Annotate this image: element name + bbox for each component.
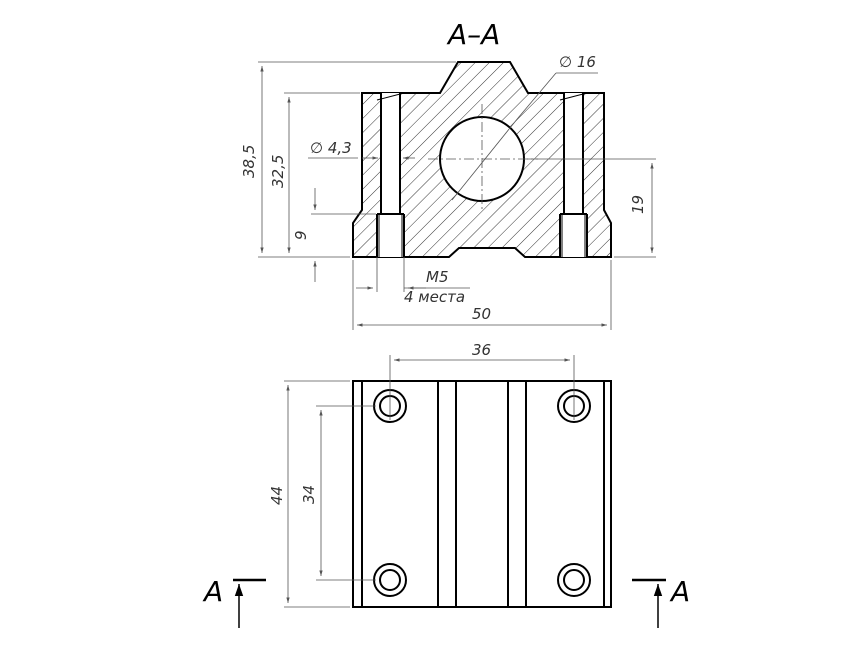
plan-hole-bottom-left [373,563,407,597]
cut-mark-right-letter: A [669,575,690,608]
dia16-label: ∅ 16 [559,53,596,71]
plan-outline [352,380,612,608]
cut-mark-left: A [202,575,266,628]
cut-mark-left-letter: A [202,575,223,608]
plan-hole-bottom-right [557,563,591,597]
dim-38-5-label: 38,5 [240,145,258,178]
right-bolt-hole [559,92,588,257]
cut-mark-right: A [632,575,690,628]
dia16-leader [451,117,519,201]
left-bolt-hole [376,92,405,257]
plan-view: 36 44 34 [268,341,612,608]
section-body [352,61,612,258]
quantity-label: 4 места [404,288,465,306]
section-view: A–A [240,18,656,330]
dim-32-5-label: 32,5 [269,155,287,188]
dim-19-label: 19 [629,195,647,214]
dim-34-label: 34 [300,485,318,504]
dim-44-label: 44 [268,486,286,505]
thread-label: M5 [426,268,449,286]
dia43-label: ∅ 4,3 [310,139,352,157]
dim-9-label: 9 [292,230,310,240]
section-title: A–A [446,18,500,51]
dim-36-label: 36 [472,341,491,359]
dim-50-label: 50 [472,305,491,323]
